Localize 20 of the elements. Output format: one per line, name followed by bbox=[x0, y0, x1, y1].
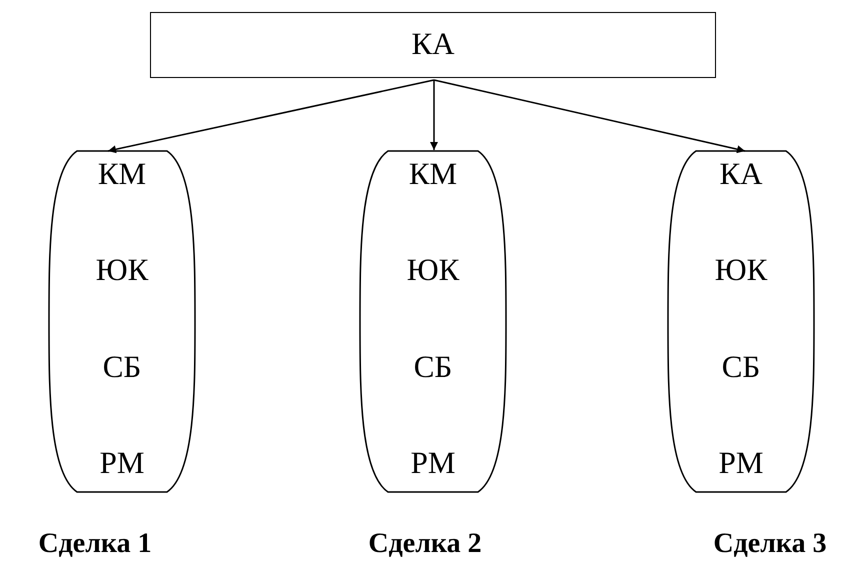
box-label: КА bbox=[410, 26, 456, 62]
list-item-label: КА bbox=[718, 156, 764, 192]
arrow bbox=[434, 79, 746, 154]
list-item-label: РМ bbox=[718, 445, 764, 481]
deal-caption: Сделка 3 bbox=[712, 528, 828, 560]
deal-caption: Сделка 1 bbox=[37, 528, 153, 560]
list-item-label: ЮК bbox=[94, 252, 150, 288]
arrow bbox=[108, 79, 434, 154]
list-item-label: КМ bbox=[96, 156, 148, 192]
list-item-label: ЮК bbox=[714, 252, 768, 288]
list-item-label: СБ bbox=[102, 348, 142, 385]
list-item-label: РМ bbox=[410, 445, 456, 481]
list-item-label: СБ bbox=[720, 348, 762, 385]
list-item-label: ЮК bbox=[406, 252, 460, 288]
deal-caption: Сделка 2 bbox=[367, 528, 483, 560]
process-box bbox=[150, 12, 716, 78]
arrow bbox=[430, 80, 438, 150]
list-item-label: КМ bbox=[408, 156, 458, 192]
list-item-label: РМ bbox=[98, 445, 146, 481]
list-item-label: СБ bbox=[412, 348, 454, 385]
